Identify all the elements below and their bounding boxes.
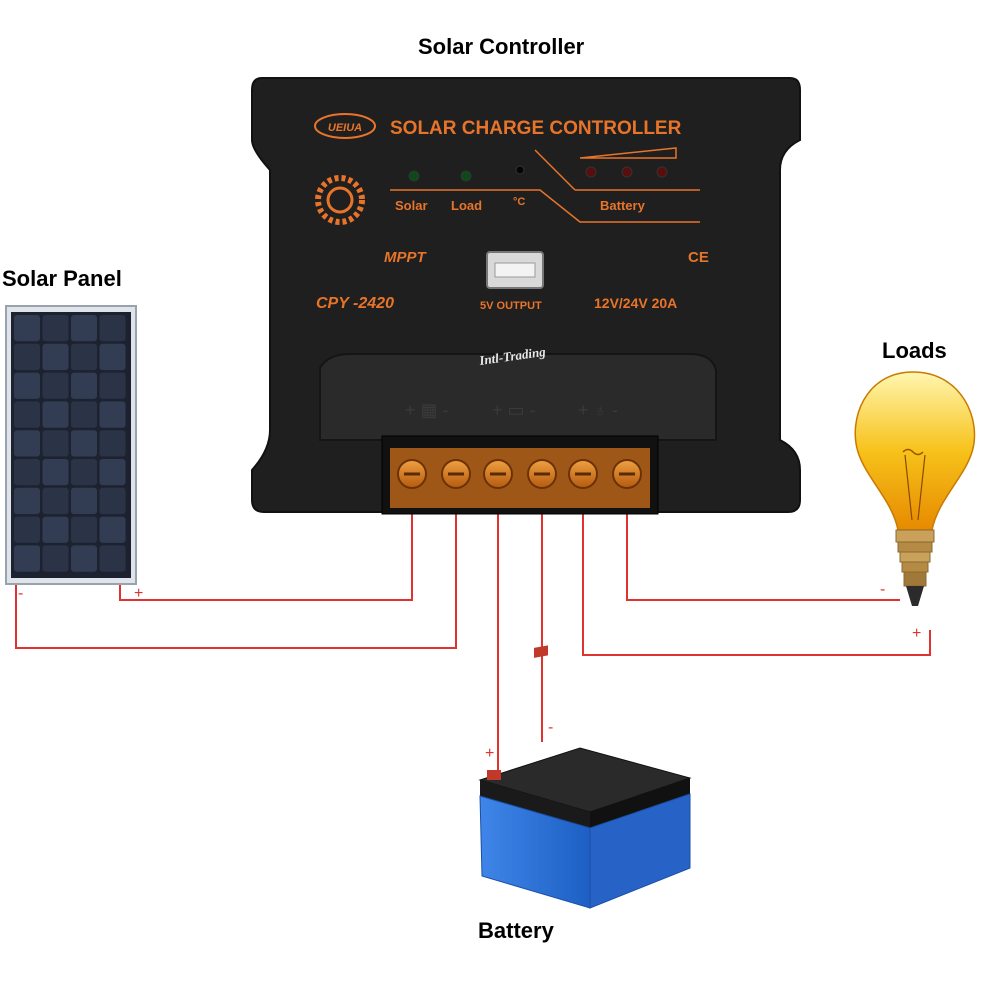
solar-cell bbox=[71, 315, 97, 342]
solar-cell bbox=[99, 401, 126, 428]
indicator-solar-label: Solar bbox=[395, 198, 428, 213]
indicator-battery-label: Battery bbox=[600, 198, 646, 213]
sun-icon bbox=[315, 175, 365, 225]
solar-charge-controller: UEIUA SOLAR CHARGE CONTROLLER Solar Load… bbox=[251, 77, 801, 515]
embossed-battery-icon: + ▭ - bbox=[492, 400, 536, 420]
model-label: CPY -2420 bbox=[316, 295, 394, 312]
wire-panel-negative bbox=[15, 512, 457, 649]
solar-cell bbox=[99, 343, 126, 371]
solar-cell bbox=[14, 343, 40, 371]
solar-cell bbox=[99, 487, 126, 515]
wire-load-positive bbox=[582, 512, 931, 656]
panel-title-label: Solar Panel bbox=[2, 266, 122, 291]
load-positive-sign: + bbox=[912, 625, 921, 642]
solar-cell bbox=[14, 459, 40, 486]
terminal-screws bbox=[397, 459, 642, 489]
battery-level-ramp bbox=[579, 147, 677, 159]
battery-led-2 bbox=[621, 166, 633, 178]
loads-title-label: Loads bbox=[882, 338, 947, 363]
battery-terminal-negative bbox=[534, 645, 548, 658]
solar-cell bbox=[14, 487, 40, 515]
solar-cell bbox=[14, 315, 40, 342]
bulb-base bbox=[895, 529, 935, 606]
battery-title-label: Battery bbox=[478, 918, 554, 943]
solar-panel bbox=[5, 305, 137, 585]
controller-heading: SOLAR CHARGE CONTROLLER bbox=[390, 118, 682, 139]
light-bulb bbox=[854, 371, 976, 606]
wire-panel-positive bbox=[119, 512, 413, 601]
solar-cell bbox=[42, 487, 69, 515]
panel-negative-sign: - bbox=[18, 585, 23, 602]
mppt-label: MPPT bbox=[384, 249, 428, 266]
solar-cell bbox=[71, 545, 97, 572]
solar-cell bbox=[42, 343, 69, 371]
load-negative-sign: - bbox=[880, 581, 885, 598]
solar-cell bbox=[99, 516, 126, 543]
controller-title-label: Solar Controller bbox=[418, 34, 585, 59]
solar-cell bbox=[71, 430, 97, 457]
solar-cell bbox=[71, 487, 97, 515]
brand-logo bbox=[314, 113, 376, 139]
usb-output-label: 5V OUTPUT bbox=[480, 300, 542, 312]
battery-led-3 bbox=[656, 166, 668, 178]
brand-text: UEIUA bbox=[328, 122, 362, 134]
solar-cell bbox=[99, 430, 126, 457]
solar-cell bbox=[42, 315, 69, 342]
solar-cell bbox=[71, 459, 97, 486]
battery-unit bbox=[478, 645, 692, 909]
ce-mark: CE bbox=[688, 249, 709, 266]
solar-cell bbox=[42, 545, 69, 572]
solar-cell bbox=[42, 430, 69, 457]
solar-cell bbox=[14, 516, 40, 543]
embossed-load-icon: + ♁ - bbox=[578, 400, 618, 420]
indicator-temp-label: °C bbox=[513, 196, 525, 208]
solar-led bbox=[408, 170, 420, 182]
solar-cell bbox=[14, 401, 40, 428]
indicator-slash bbox=[534, 149, 576, 191]
rating-label: 12V/24V 20A bbox=[594, 295, 677, 311]
panel-positive-sign: + bbox=[134, 585, 143, 602]
wires bbox=[15, 512, 931, 770]
temp-sensor bbox=[515, 165, 525, 175]
solar-cells bbox=[14, 315, 126, 572]
battery-positive-sign: + bbox=[485, 745, 494, 762]
solar-cell bbox=[14, 430, 40, 457]
solar-cell bbox=[71, 343, 97, 371]
battery-negative-sign: - bbox=[548, 719, 553, 736]
solar-cell bbox=[42, 401, 69, 428]
wire-load-negative bbox=[626, 512, 900, 601]
embossed-solar-icon: + ▦ - bbox=[405, 400, 449, 420]
solar-cell bbox=[99, 545, 126, 572]
usb-port bbox=[486, 251, 544, 289]
battery-led-1 bbox=[585, 166, 597, 178]
solar-cell bbox=[14, 545, 40, 572]
solar-cell bbox=[71, 401, 97, 428]
indicator-divider bbox=[390, 189, 700, 223]
battery-terminal-positive bbox=[487, 770, 501, 780]
solar-cell bbox=[71, 516, 97, 543]
solar-cell bbox=[99, 315, 126, 342]
solar-cell bbox=[14, 372, 40, 399]
solar-cell bbox=[42, 516, 69, 543]
solar-cell bbox=[42, 459, 69, 486]
solar-cell bbox=[71, 372, 97, 399]
solar-cell bbox=[42, 372, 69, 399]
solar-cell bbox=[99, 372, 126, 399]
indicator-load-label: Load bbox=[451, 198, 482, 213]
solar-cell bbox=[99, 459, 126, 486]
load-led bbox=[460, 170, 472, 182]
terminal-cover bbox=[390, 448, 650, 508]
